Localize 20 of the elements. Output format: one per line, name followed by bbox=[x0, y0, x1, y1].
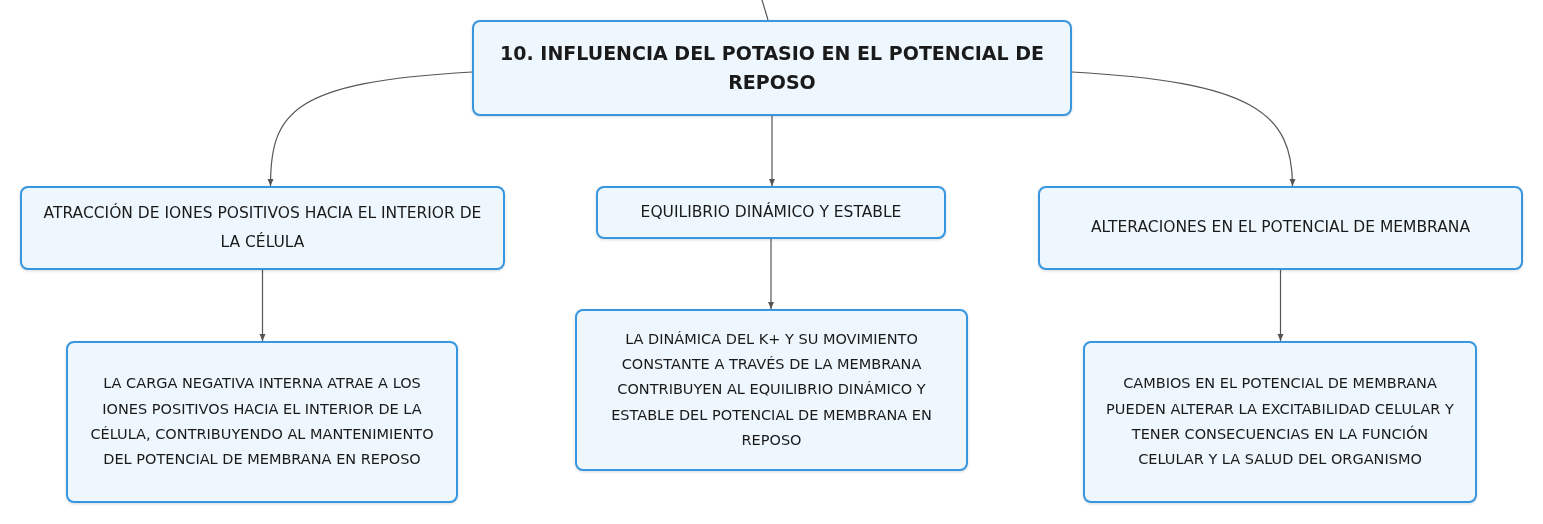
title-text: 10. INFLUENCIA DEL POTASIO EN EL POTENCIAL DE REPOSO bbox=[499, 40, 1045, 95]
connector-arrow bbox=[1071, 71, 1296, 187]
topic-box bbox=[1083, 341, 1477, 503]
connector-arrow bbox=[259, 269, 266, 342]
topic-box bbox=[596, 186, 946, 239]
connector-arrow bbox=[769, 115, 775, 187]
topic-box bbox=[20, 186, 505, 270]
topic-text: EQUILIBRIO DINÁMICO Y ESTABLE bbox=[640, 201, 902, 223]
topic-box bbox=[66, 341, 458, 503]
connector-arrow bbox=[267, 71, 473, 187]
topic-text: LA CARGA NEGATIVA INTERNA ATRAE A LOS IONES POSITIVOS HACIA EL INTERIOR DE LA CÉLULA, CONTRIBUYENDO AL MANTENIMIENTO DEL POTENCIAL DE MEMBRANA EN REPOSO bbox=[89, 374, 435, 470]
topic-box bbox=[575, 309, 968, 471]
topic-text: CAMBIOS EN EL POTENCIAL DE MEMBRANA PUEDEN ALTERAR LA EXCITABILIDAD CELULAR Y TENER CONSECUENCIAS EN LA FUNCIÓN CELULAR Y LA SALUD DEL ORGANISMO bbox=[1105, 374, 1455, 470]
connector-arrow bbox=[768, 238, 774, 310]
topic-box bbox=[1038, 186, 1523, 270]
topic-text: ATRACCIÓN DE IONES POSITIVOS HACIA EL INTERIOR DE LA CÉLULA bbox=[42, 202, 483, 253]
topic-text: LA DINÁMICA DEL K+ Y SU MOVIMIENTO CONSTANTE A TRAVÉS DE LA MEMBRANA CONTRIBUYEN AL EQUILIBRIO DINÁMICO Y ESTABLE DEL POTENCIAL DE MEMBRANA EN REPOSO bbox=[610, 329, 933, 451]
topic-text: ALTERACIONES EN EL POTENCIAL DE MEMBRANA bbox=[1091, 217, 1470, 239]
title-box bbox=[472, 20, 1072, 116]
connector-arrow bbox=[1277, 269, 1284, 342]
